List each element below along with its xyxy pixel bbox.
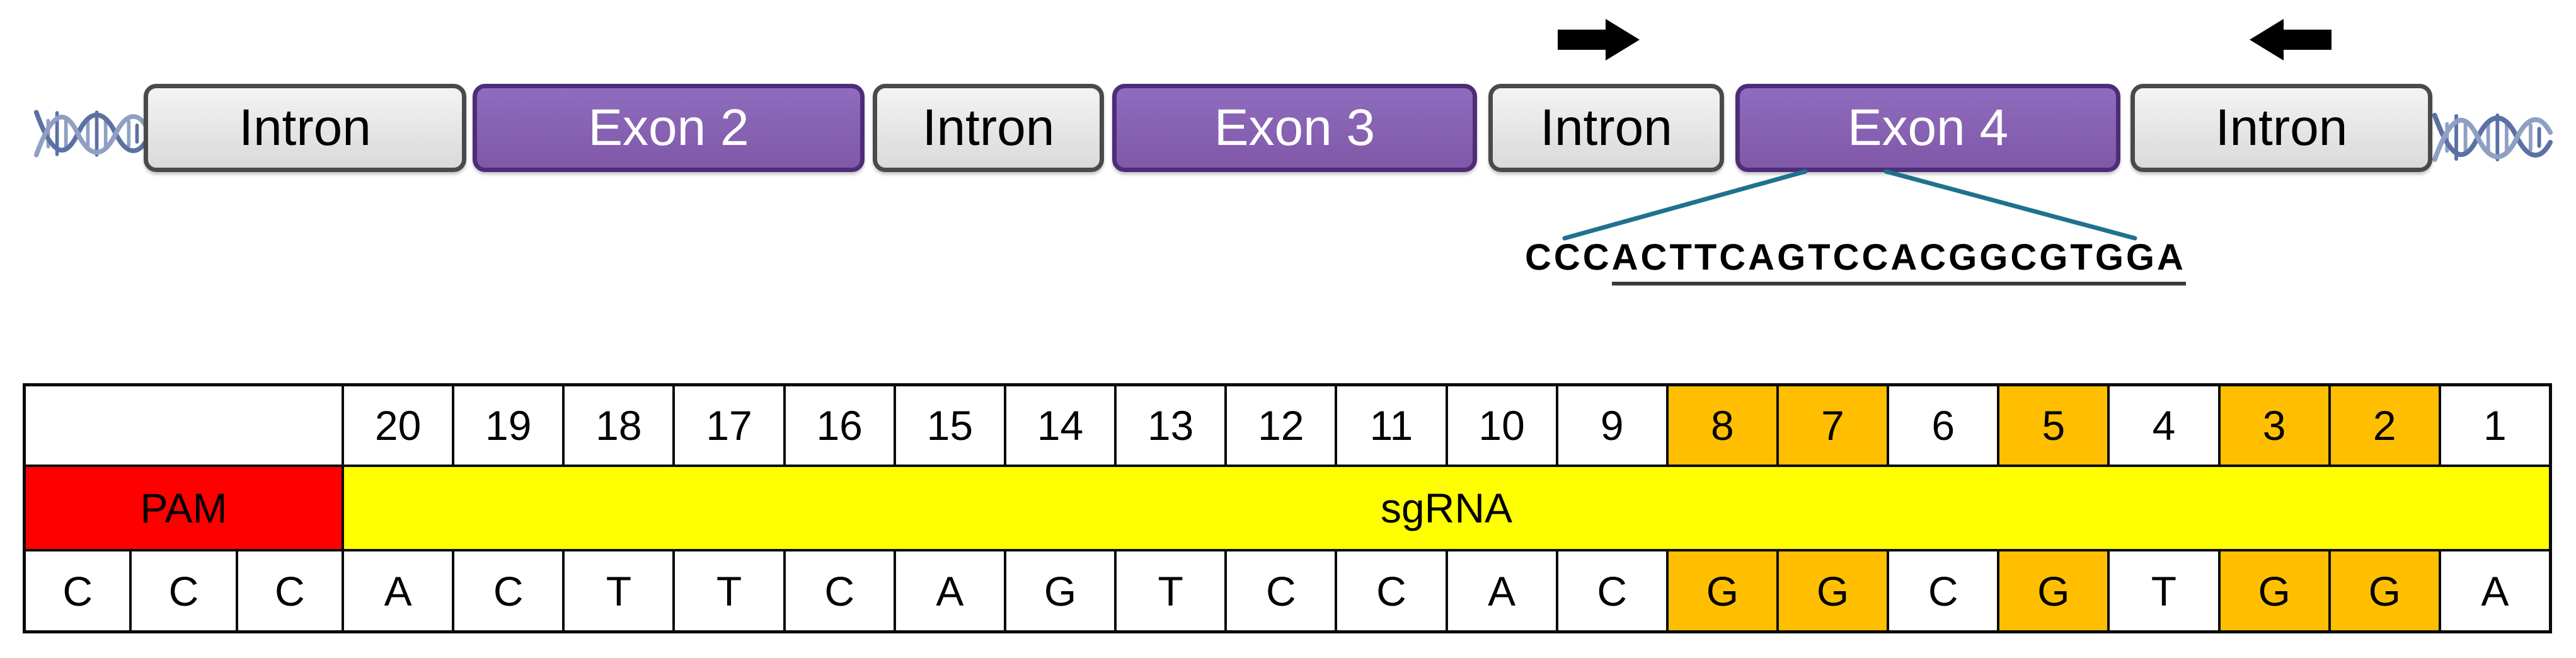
gene-segment-intron-1: Intron [144, 84, 466, 172]
gene-segment-exon-2: Exon 2 [473, 84, 865, 172]
position-number-cell: 16 [785, 386, 894, 465]
position-number-cell: 2 [2330, 386, 2439, 465]
base-cell: G [1668, 551, 1776, 630]
pam-base-cell: C [132, 551, 236, 630]
table-empty-cell [26, 386, 342, 465]
position-number-cell: 3 [2220, 386, 2328, 465]
position-number-cell: 7 [1778, 386, 1887, 465]
segment-label: Exon 4 [1847, 99, 2009, 156]
base-cell: T [2110, 551, 2218, 630]
gene-segment-intron-4: Intron [2130, 84, 2432, 172]
segment-label: Exon 3 [1214, 99, 1376, 156]
position-number-cell: 15 [895, 386, 1004, 465]
sgrna-position-table: 20 19 18 17 16 15 14 13 12 11 10 9 8 7 6… [23, 383, 2552, 633]
segment-label: Exon 2 [588, 99, 749, 156]
base-cell: C [1227, 551, 1335, 630]
position-number-cell: 12 [1227, 386, 1335, 465]
gene-segment-intron-2: Intron [873, 84, 1104, 172]
segment-label: Intron [1540, 99, 1672, 156]
base-cell: G [2220, 551, 2328, 630]
protospacer-sequence: ACTTCAGTCCACGGCGTGGA [1611, 237, 2186, 286]
position-number-cell: 14 [1006, 386, 1115, 465]
pam-base-cell: C [26, 551, 130, 630]
position-number-cell: 10 [1447, 386, 1556, 465]
forward-arrow-icon [1558, 19, 1640, 61]
position-number-cell: 17 [675, 386, 783, 465]
target-sequence: CCCACTTCAGTCCACGGCGTGGA [1525, 236, 2186, 286]
base-cell: C [454, 551, 563, 630]
gene-segment-exon-3: Exon 3 [1112, 84, 1477, 172]
base-cell: A [2441, 551, 2549, 630]
base-cell: G [1999, 551, 2108, 630]
base-cell: A [895, 551, 1004, 630]
base-cell: G [1778, 551, 1887, 630]
base-cell: C [1558, 551, 1666, 630]
pam-base-cell: C [238, 551, 342, 630]
segment-label: Intron [922, 99, 1055, 156]
pam-sequence: CCC [1525, 237, 1612, 278]
position-number-cell: 11 [1337, 386, 1446, 465]
gene-segment-intron-3: Intron [1488, 84, 1724, 172]
pam-label-cell: PAM [26, 466, 342, 550]
base-cell: A [1447, 551, 1556, 630]
segment-label: Intron [239, 99, 371, 156]
position-number-cell: 6 [1889, 386, 1998, 465]
dna-helix-icon [33, 110, 151, 158]
segment-label: Intron [2215, 99, 2348, 156]
position-number-cell: 4 [2110, 386, 2218, 465]
base-cell: T [565, 551, 673, 630]
base-cell: G [1006, 551, 1115, 630]
position-number-cell: 5 [1999, 386, 2108, 465]
dna-helix-icon [2432, 113, 2553, 162]
base-cell: T [1117, 551, 1225, 630]
base-cell: C [785, 551, 894, 630]
position-number-cell: 1 [2441, 386, 2549, 465]
base-cell: C [1337, 551, 1446, 630]
base-cell: A [344, 551, 452, 630]
base-cell: T [675, 551, 783, 630]
position-number-cell: 8 [1668, 386, 1776, 465]
position-number-cell: 9 [1558, 386, 1666, 465]
position-number-cell: 20 [344, 386, 452, 465]
base-cell: C [1889, 551, 1998, 630]
position-number-cell: 18 [565, 386, 673, 465]
base-cell: G [2330, 551, 2439, 630]
position-number-cell: 13 [1117, 386, 1225, 465]
reverse-arrow-icon [2250, 19, 2332, 61]
gene-segment-exon-4: Exon 4 [1735, 84, 2120, 172]
position-number-cell: 19 [454, 386, 563, 465]
sgrna-label-cell: sgRNA [344, 466, 2549, 550]
